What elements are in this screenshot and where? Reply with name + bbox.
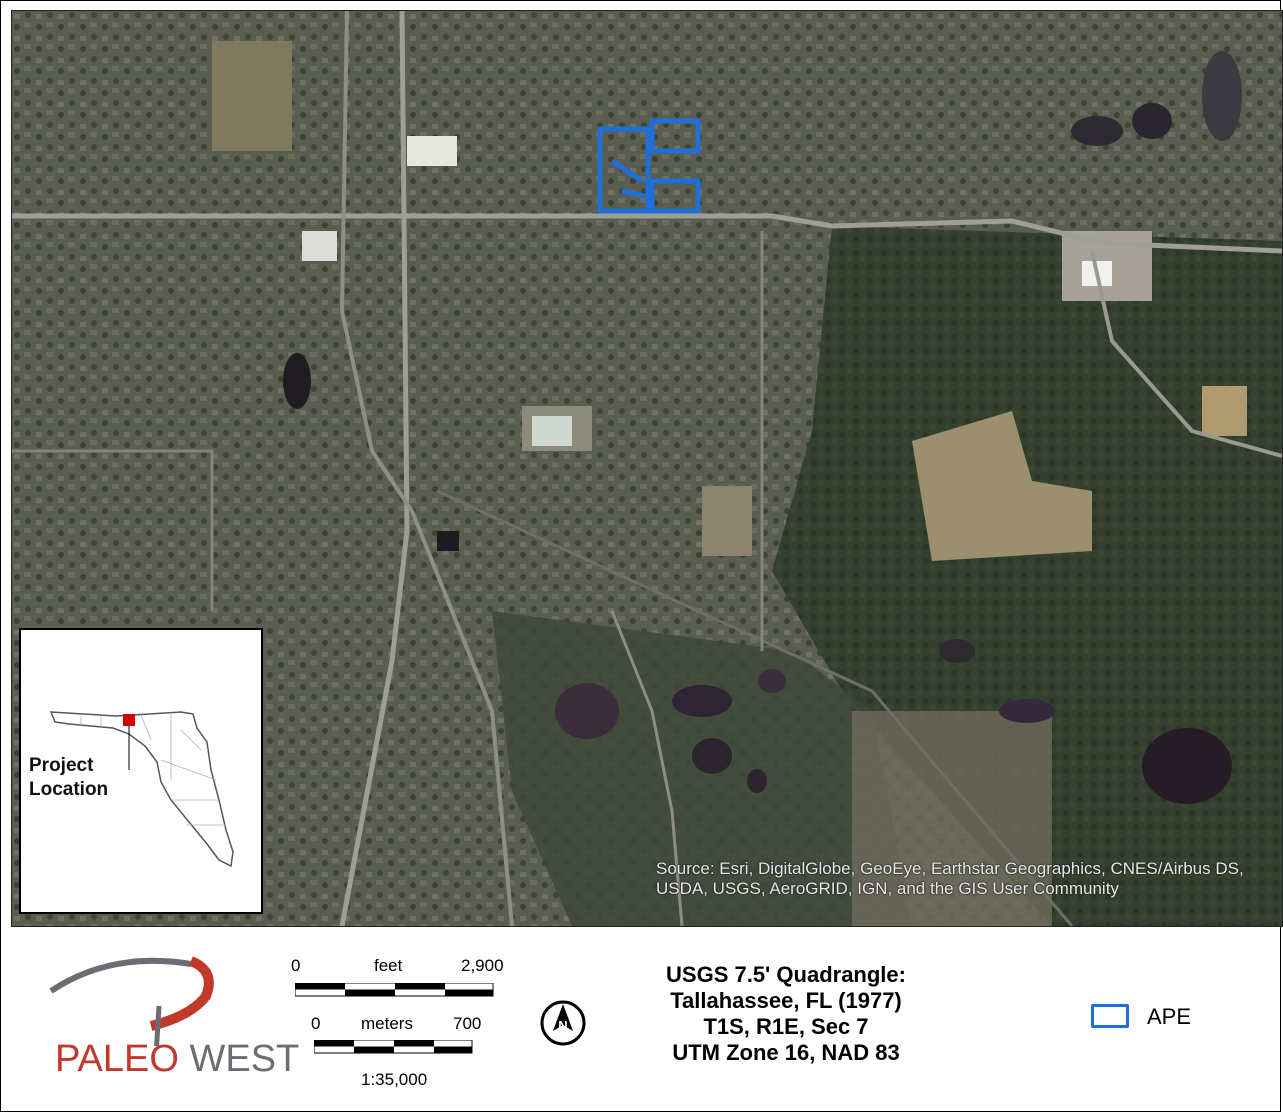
- quad-line: USGS 7.5' Quadrangle:: [666, 962, 906, 987]
- road: [1090, 250, 1282, 458]
- north-letter: N: [558, 1018, 567, 1033]
- wetland-pond: [758, 669, 786, 693]
- rail-line: [436, 489, 1074, 926]
- scale-ratio: 1:35,000: [361, 1070, 428, 1089]
- quad-line: UTM Zone 16, NAD 83: [672, 1040, 900, 1065]
- wetland-pond: [692, 738, 732, 774]
- building: [532, 416, 572, 446]
- north-arrow-icon: N: [540, 1000, 586, 1046]
- locator-inset-map: Project Location: [19, 628, 263, 914]
- scale-meters-end: 700: [453, 1014, 482, 1033]
- road: [339, 11, 514, 926]
- quad-line: T1S, R1E, Sec 7: [703, 1014, 869, 1039]
- clearing-lot: [702, 486, 752, 556]
- clearing-field: [912, 411, 1092, 561]
- wetland-pond: [747, 769, 767, 793]
- road: [339, 11, 410, 926]
- wetland-pond: [672, 685, 732, 717]
- pond: [939, 639, 975, 663]
- pickaxe-icon: [49, 956, 214, 1046]
- scale-feet-bar: [295, 983, 494, 997]
- building: [407, 136, 457, 166]
- logo-part-paleo: PALEO: [55, 1038, 179, 1080]
- scale-meters-unit: meters: [361, 1014, 413, 1033]
- pond: [999, 699, 1055, 723]
- label-line: Project: [29, 755, 94, 776]
- road: [610, 610, 684, 926]
- pond: [1202, 51, 1242, 141]
- ape-legend-swatch: [1091, 1004, 1129, 1028]
- scale-meters-start: 0: [311, 1014, 321, 1033]
- map-source-credit: Source: Esri, DigitalGlobe, GeoEye, Eart…: [656, 859, 1244, 898]
- florida-outline: [49, 711, 234, 868]
- logo-part-west: WEST: [189, 1038, 300, 1080]
- label-line: Location: [29, 779, 109, 800]
- project-location-marker: [123, 714, 135, 726]
- building: [302, 231, 337, 261]
- pond: [1071, 116, 1123, 146]
- quadrangle-info: USGS 7.5' Quadrangle: Tallahassee, FL (1…: [621, 962, 951, 1066]
- logo-wordmark: PALEO WEST: [55, 1038, 299, 1081]
- scale-feet-start: 0: [291, 956, 301, 975]
- sports-field: [212, 41, 292, 151]
- ape-legend-label: APE: [1147, 1004, 1192, 1029]
- road: [12, 213, 1282, 254]
- retention-pond: [437, 531, 459, 551]
- road: [12, 449, 214, 611]
- open-field: [852, 711, 1052, 926]
- lake: [1142, 728, 1232, 804]
- scale-feet-end: 2,900: [461, 956, 504, 975]
- project-location-label: Project Location: [29, 754, 108, 802]
- wetland-pond: [555, 683, 619, 739]
- ape-polygon[interactable]: [597, 118, 701, 214]
- quad-line: Tallahassee, FL (1977): [670, 988, 902, 1013]
- pond: [283, 353, 311, 409]
- map-legend-panel: PALEO WEST 0 feet 2,900 0 meters 700: [1, 926, 1282, 1113]
- paleowest-logo: PALEO WEST: [41, 946, 299, 1096]
- sand-pit: [1202, 386, 1247, 436]
- scale-feet-unit: feet: [374, 956, 403, 975]
- pond: [1132, 103, 1172, 139]
- scale-meters-bar: [314, 1040, 473, 1054]
